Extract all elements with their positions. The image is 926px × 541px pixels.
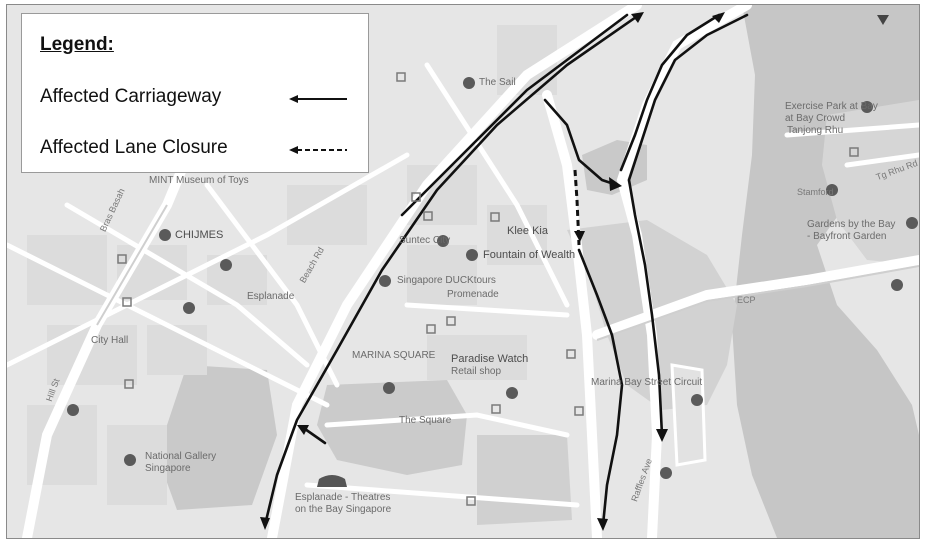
route-lane-closure (573, 169, 581, 246)
label-exercise-park-2: at Bay Crowd (785, 113, 846, 124)
park-esplanade (317, 380, 467, 475)
label-the-square: The Square (399, 415, 452, 426)
map-legend: Legend: Affected Carriageway Affected La… (21, 13, 369, 173)
pin-icon (463, 77, 475, 89)
route-esplanade (303, 427, 327, 445)
label-exercise-park: Exercise Park at Bay (785, 101, 878, 112)
circuit-pit (670, 363, 707, 467)
pin-icon (159, 229, 171, 241)
pin-icon (861, 101, 873, 113)
pin-icon (67, 404, 79, 416)
transit-icon (122, 297, 132, 307)
transit-icon (849, 147, 859, 157)
label-klee: Klee Kia (507, 225, 548, 237)
road-nicoll-highway (267, 5, 642, 538)
label-promenade: Promenade (447, 289, 499, 300)
label-suntec: Suntec City (399, 235, 451, 246)
label-marina-square: MARINA SQUARE (352, 350, 436, 361)
pin-icon (891, 279, 903, 291)
pin-icon (660, 467, 672, 479)
transit-icon (411, 192, 421, 202)
transit-icon (466, 496, 476, 506)
theatre-icon (317, 475, 347, 487)
route-raffles-south (577, 248, 624, 527)
park-marina-south (477, 435, 572, 525)
label-national-gallery: National Gallery (145, 451, 217, 462)
transit-icon (566, 349, 576, 359)
label-pandora-sub: Retail shop (451, 366, 502, 377)
transit-icon (490, 212, 500, 222)
road-label-ecp: ECP (737, 295, 756, 305)
legend-title: Legend: (40, 34, 114, 55)
pin-icon (124, 454, 136, 466)
label-gardens-2: - Bayfront Garden (807, 231, 887, 242)
pin-icon (183, 302, 195, 314)
pin-icon (383, 382, 395, 394)
pin-icon (906, 217, 918, 229)
legend-dashed-arrow-icon (289, 146, 347, 154)
label-marina-circuit: Marina Bay Street Circuit (591, 377, 703, 388)
arrowhead-sheares-north (712, 12, 725, 23)
map-canvas[interactable] (7, 5, 919, 538)
label-city-hall: City Hall (91, 335, 129, 346)
arrowhead-raffles-south (597, 518, 608, 531)
label-chijmes: CHIJMES (175, 229, 224, 241)
route-sheares-up (619, 13, 721, 172)
arrowhead-nicoll-south (260, 517, 270, 530)
park-padang (157, 365, 277, 510)
legend-solid-arrow-icon (289, 95, 347, 103)
route-nicoll-inner (400, 13, 629, 217)
label-gardens: Gardens by the Bay (807, 219, 896, 230)
route-sheares-down (627, 13, 749, 437)
road-label-stamford: Stamford (797, 187, 834, 197)
park-gardens (822, 100, 919, 265)
label-national-gallery-2: Singapore (145, 463, 191, 474)
label-museum: MINT Museum of Toys (149, 175, 249, 186)
arrowhead-lane (574, 231, 585, 242)
route-nicoll-outer (263, 13, 641, 527)
arrowhead-sheares-south (656, 429, 668, 442)
label-pandora: Paradise Watch (451, 353, 529, 365)
label-duckboats: Singapore DUCKtours (397, 275, 496, 286)
road-raffles-ave (542, 90, 602, 538)
transit-icon (124, 379, 134, 389)
pin-icon (506, 387, 518, 399)
transit-icon (117, 254, 127, 264)
pin-icon (691, 394, 703, 406)
pin-icon (437, 235, 449, 247)
transit-icon (396, 72, 406, 82)
transit-icon (491, 404, 501, 414)
label-esplanade-station: Esplanade (247, 291, 295, 302)
transit-icon (446, 316, 456, 326)
transit-icon (426, 324, 436, 334)
arrowhead-raffles-east (609, 177, 622, 191)
transit-icon (423, 211, 433, 221)
label-esplanade-2: on the Bay Singapore (295, 504, 392, 515)
label-fountain: Fountain of Wealth (483, 249, 576, 261)
legend-item-carriageway: Affected Carriageway (40, 86, 222, 107)
transit-icon (574, 406, 584, 416)
arrowhead-esplanade (297, 425, 309, 435)
label-esplanade: Esplanade - Theatres (295, 492, 391, 503)
pin-icon (826, 184, 838, 196)
pin-icon (466, 249, 478, 261)
arrowhead-nicoll-north (631, 12, 644, 23)
legend-item-lane-closure: Affected Lane Closure (40, 137, 228, 158)
label-tanjong-rhu: Tanjong Rhu (787, 125, 844, 136)
compass-icon (877, 15, 889, 25)
pin-icon (379, 275, 391, 287)
route-raffles-down (543, 98, 619, 187)
map-frame: The Sail MINT Museum of Toys CHIJMES Esp… (6, 4, 920, 539)
label-the-sail: The Sail (479, 77, 516, 88)
pin-icon (220, 259, 232, 271)
